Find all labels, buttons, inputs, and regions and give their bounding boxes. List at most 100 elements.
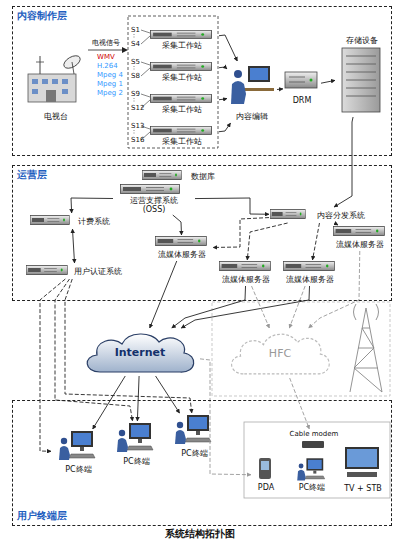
editor-illustration xyxy=(231,66,274,104)
node-label: TV + STB xyxy=(339,482,387,494)
connector xyxy=(40,279,65,451)
connector xyxy=(72,229,74,263)
pda-terminal: PDA xyxy=(251,456,281,494)
connector xyxy=(252,286,270,328)
connector xyxy=(219,98,227,99)
layer-heading: 运营层 xyxy=(17,168,77,182)
connector xyxy=(213,218,269,248)
node-label: 存储设备 xyxy=(335,33,389,47)
layer-band: 内容制作层电视台采集工作站采集工作站采集工作站采集工作站内容编辑DRM存储设备 xyxy=(12,6,392,156)
node-label: PC终端 xyxy=(291,482,333,493)
capture-workstation: 采集工作站 xyxy=(149,29,219,51)
cable-modem: Cable modem xyxy=(289,429,339,453)
node-label: Cable modem xyxy=(289,429,339,439)
connector xyxy=(289,286,305,328)
format-label: Mpeg 4 xyxy=(97,71,123,79)
connector xyxy=(173,215,182,235)
connector xyxy=(290,378,310,429)
connector xyxy=(219,35,237,61)
connector xyxy=(309,251,360,328)
connector xyxy=(277,88,283,90)
oss-server: 运营支撑系统 (OSS) xyxy=(113,183,195,215)
connector xyxy=(321,80,335,83)
streaming-server: 流媒体服务器 xyxy=(151,235,213,261)
signal-label: 电视信号 xyxy=(92,39,120,47)
streaming-server: 流媒体服务器 xyxy=(279,260,341,286)
format-label: Mpeg 1 xyxy=(97,80,123,88)
auth-server: 用户认证系统 xyxy=(25,263,125,279)
connector xyxy=(71,198,113,213)
connector xyxy=(219,123,231,132)
capture-workstation: 采集工作站 xyxy=(149,93,219,115)
capture-group-frame xyxy=(128,16,218,148)
streaming-server: 流媒体服务器 xyxy=(329,225,391,251)
node-label: 采集工作站 xyxy=(149,136,215,147)
connector xyxy=(195,198,269,214)
billing-server: 计费系统 xyxy=(29,213,115,229)
format-label: WMV xyxy=(97,53,115,61)
terminal-icons xyxy=(59,415,379,480)
tv-station: 电视台 xyxy=(23,51,89,123)
channel-label: S5 xyxy=(131,58,140,66)
node-label: Internet xyxy=(80,328,200,376)
channel-label: S12 xyxy=(131,104,144,112)
pc-terminal: PC终端 xyxy=(109,421,164,467)
connector xyxy=(156,376,180,413)
connector xyxy=(150,261,177,328)
drm-device xyxy=(285,72,317,88)
connector xyxy=(137,376,139,421)
channel-label: S8 xyxy=(131,72,140,80)
layer-heading: 用户终端层 xyxy=(17,509,97,523)
node-label: 流媒体服务器 xyxy=(329,238,391,251)
format-label: H.264 xyxy=(97,62,118,70)
format-label: Mpeg 2 xyxy=(97,89,123,97)
signal-arrow xyxy=(88,50,124,51)
connector xyxy=(334,117,353,207)
layer-band: 用户终端层PC终端PC终端PC终端Cable modemPDAPC终端TV + … xyxy=(12,400,392,526)
layer-band: 运营层数据库运营支撑系统 (OSS)计费系统内容分发系统流媒体服务器流媒体服务器… xyxy=(12,165,392,301)
capture-workstation: 采集工作站 xyxy=(149,61,219,83)
node-label: 内容分发系统 xyxy=(309,207,373,223)
node-label: 内容编辑 xyxy=(227,109,277,123)
node-label: 运营支撑系统 (OSS) xyxy=(124,195,184,215)
node-label: 采集工作站 xyxy=(149,72,215,83)
connector xyxy=(181,286,309,328)
layer-heading: 内容制作层 xyxy=(17,9,97,23)
node-label: 流媒体服务器 xyxy=(151,248,213,261)
tv-station-illustration xyxy=(28,53,82,102)
node-label: PC终端 xyxy=(167,447,222,459)
content-editor: 内容编辑 xyxy=(227,61,277,123)
storage-cabinet xyxy=(342,48,380,112)
node-label: 计费系统 xyxy=(73,213,115,229)
streaming-server: 流媒体服务器 xyxy=(215,260,277,286)
node-label: DRM xyxy=(283,93,321,107)
storage-device: 存储设备 xyxy=(335,33,389,117)
tv-terminal: TV + STB xyxy=(339,446,387,494)
node-label: 数据库 xyxy=(185,169,221,183)
node-label: 采集工作站 xyxy=(149,104,215,115)
node-label: HFC xyxy=(225,328,335,378)
signal-arrowhead xyxy=(122,47,128,53)
node-label: PC终端 xyxy=(109,455,164,467)
database-server: 数据库 xyxy=(141,169,221,183)
pc-terminal: PC终端 xyxy=(51,429,106,475)
connector xyxy=(312,223,319,260)
node-label: 用户认证系统 xyxy=(71,263,125,279)
node-label: PC终端 xyxy=(51,463,106,475)
channel-label: S13 xyxy=(131,122,144,130)
channel-label: S4 xyxy=(131,40,140,48)
channel-label: S9 xyxy=(131,90,140,98)
connector xyxy=(335,223,338,225)
network-cloud: HFC xyxy=(225,328,335,378)
node-label: 电视台 xyxy=(23,109,89,123)
capture-workstation: 采集工作站 xyxy=(149,125,219,147)
pc-terminal: PC终端 xyxy=(167,413,222,459)
server-icons xyxy=(26,171,384,275)
hfc-terminal-frame xyxy=(244,422,390,498)
connector xyxy=(219,67,227,69)
distribution-server: 内容分发系统 xyxy=(269,207,373,223)
connector xyxy=(247,223,287,260)
channel-label: S1 xyxy=(131,26,140,34)
node-label: 流媒体服务器 xyxy=(279,273,341,286)
